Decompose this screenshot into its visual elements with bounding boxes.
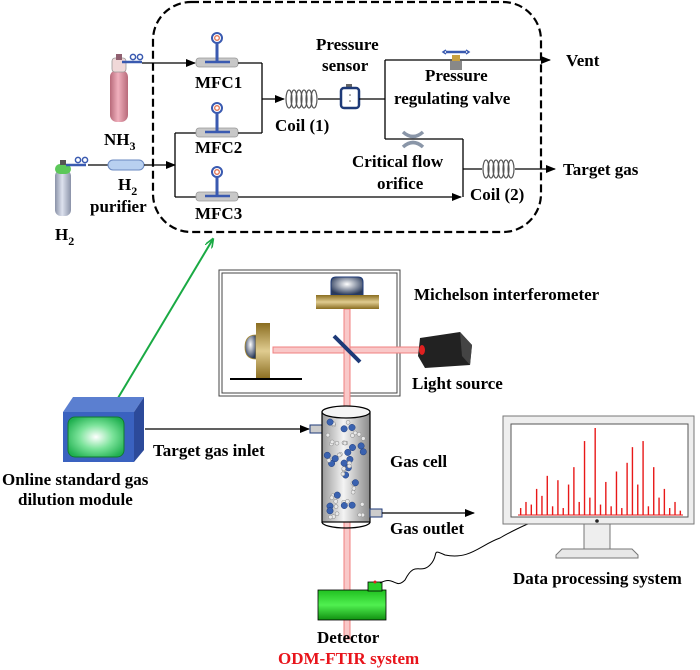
pressure-valve-label-1: Pressure <box>425 66 488 85</box>
molecule-n-atom <box>351 479 359 487</box>
molecule-h-atom <box>352 430 358 436</box>
coil1-label: Coil (1) <box>275 116 329 135</box>
mfc3-icon <box>195 166 239 202</box>
spectrum-plot <box>518 428 683 516</box>
pressure-regulating-valve-icon <box>441 49 471 70</box>
molecule-h-atom <box>328 514 333 520</box>
dilution-module-label-1: Online standard gas <box>2 470 149 489</box>
molecule-h-atom <box>341 466 346 471</box>
coil1-icon <box>285 89 318 109</box>
critical-orifice-label-1: Critical flow <box>352 152 444 171</box>
purifier-label: purifier <box>90 197 147 216</box>
molecule-n-atom <box>344 448 352 456</box>
molecule-h-atom <box>361 436 366 441</box>
molecule-n-atom <box>340 502 348 509</box>
molecule-h-atom <box>350 489 356 495</box>
outlet-port-icon <box>369 508 383 518</box>
detector-label: Detector <box>317 628 380 647</box>
h2-label: H2 <box>55 225 74 248</box>
molecule-n-atom <box>326 418 334 426</box>
dilution-module-icon <box>63 397 144 462</box>
monitor-icon <box>502 415 695 559</box>
molecule-n-atom <box>323 451 331 459</box>
michelson-label: Michelson interferometer <box>414 285 600 304</box>
molecule-h-atom <box>329 495 335 500</box>
molecule-h-atom <box>326 458 332 463</box>
molecule-n-atom <box>357 442 365 450</box>
green-link-arrow <box>117 239 213 399</box>
detector-cable <box>379 523 529 585</box>
molecule-h-atom <box>333 499 338 504</box>
molecule-h-atom <box>350 433 355 438</box>
molecule-h-atom <box>359 502 365 507</box>
target-gas-inlet-label: Target gas inlet <box>153 441 265 460</box>
gas-outlet-label: Gas outlet <box>390 519 464 538</box>
mfc1-label: MFC1 <box>195 73 242 92</box>
inlet-port-icon <box>309 424 323 434</box>
detector-icon <box>317 580 387 621</box>
purifier-label-h2: H2 <box>118 175 137 198</box>
molecule-h-atom <box>347 463 352 469</box>
mfc3-label: MFC3 <box>195 204 242 223</box>
coil2-icon <box>482 159 515 179</box>
light-source-icon <box>418 332 472 368</box>
h2-purifier-icon <box>107 159 145 171</box>
molecule-h-atom <box>329 439 335 445</box>
molecule-n-atom <box>340 425 348 433</box>
molecule-h-atom <box>356 432 362 437</box>
moving-mirror-icon <box>316 276 379 309</box>
molecule-h-atom <box>334 440 340 446</box>
molecule-h-atom <box>345 499 350 504</box>
pressure-sensor-icon <box>339 84 361 110</box>
molecule-h-atom <box>342 440 348 446</box>
gas-cell-label: Gas cell <box>390 452 447 471</box>
molecule-h-atom <box>325 432 331 438</box>
pressure-sensor-label-1: Pressure <box>316 35 379 54</box>
beamsplitter-icon <box>332 334 362 364</box>
molecule-h-atom <box>340 471 346 477</box>
molecule-h-atom <box>351 486 357 491</box>
molecule-n-atom <box>348 424 356 431</box>
dilution-module-boundary <box>151 0 543 234</box>
molecule-n-atom <box>333 491 341 499</box>
molecule-n-atom <box>326 507 334 515</box>
molecule-h-atom <box>357 512 362 518</box>
molecule-h-atom <box>337 452 342 458</box>
michelson-box <box>218 269 401 397</box>
target-gas-label: Target gas <box>563 160 639 179</box>
gas-molecules <box>323 418 367 520</box>
system-name-label: ODM-FTIR system <box>278 649 419 668</box>
mfc1-icon <box>195 32 239 68</box>
fixed-mirror-icon <box>230 323 302 380</box>
molecule-n-atom <box>340 459 348 467</box>
molecule-n-atom <box>348 501 356 509</box>
nh3-label: NH3 <box>104 130 136 153</box>
dilution-module-label-2: dilution module <box>18 490 133 509</box>
molecule-h-atom <box>345 420 351 425</box>
data-processing-label: Data processing system <box>513 569 682 588</box>
pressure-valve-label-2: regulating valve <box>394 89 511 108</box>
mfc2-label: MFC2 <box>195 138 242 157</box>
h2-cylinder-icon <box>55 156 89 216</box>
critical-orifice-label-2: orifice <box>377 174 424 193</box>
molecule-n-atom <box>331 455 339 463</box>
coil2-label: Coil (2) <box>470 185 524 204</box>
light-source-label: Light source <box>412 374 503 393</box>
molecule-n-atom <box>359 448 367 456</box>
mfc2-icon <box>195 102 239 138</box>
vent-label: Vent <box>566 51 600 70</box>
critical-flow-orifice-icon <box>401 130 425 149</box>
nh3-cylinder-icon <box>110 53 144 122</box>
molecule-h-atom <box>333 504 339 509</box>
pressure-sensor-label-2: sensor <box>322 56 369 75</box>
molecule-n-atom <box>349 444 356 451</box>
molecule-h-atom <box>334 511 340 516</box>
